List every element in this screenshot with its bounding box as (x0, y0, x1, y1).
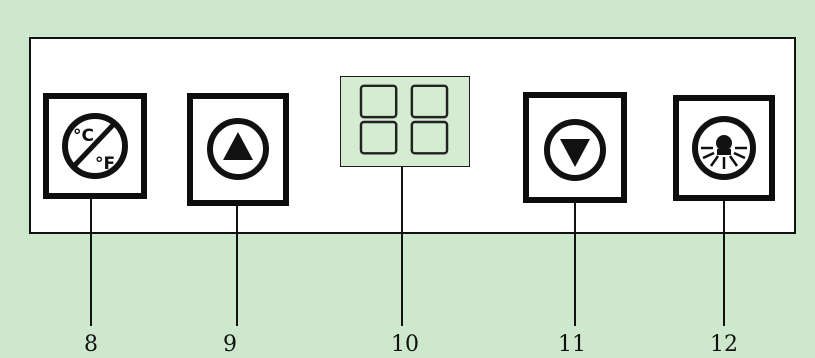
leader-line (90, 199, 92, 326)
fahrenheit-glyph: °F (95, 154, 115, 174)
leader-line (236, 206, 238, 326)
callout-label: 11 (558, 332, 586, 357)
callout-label: 9 (223, 332, 237, 357)
temperature-unit-button[interactable]: °C °F (43, 93, 147, 199)
temperature-display (340, 76, 470, 167)
arrow-down-icon (544, 119, 606, 181)
seven-segment-display (359, 84, 449, 155)
leader-line (401, 167, 403, 326)
temperature-unit-icon: °C °F (62, 113, 128, 179)
leader-line (723, 201, 725, 326)
arrow-up-icon (207, 118, 269, 180)
light-button[interactable] (673, 95, 775, 201)
callout-label: 10 (391, 332, 419, 357)
callout-label: 8 (84, 332, 98, 357)
up-button[interactable] (187, 93, 289, 206)
down-button[interactable] (523, 92, 627, 203)
leader-line (574, 203, 576, 326)
callout-label: 12 (710, 332, 738, 357)
celsius-glyph: °C (73, 126, 94, 146)
light-icon (692, 116, 756, 180)
